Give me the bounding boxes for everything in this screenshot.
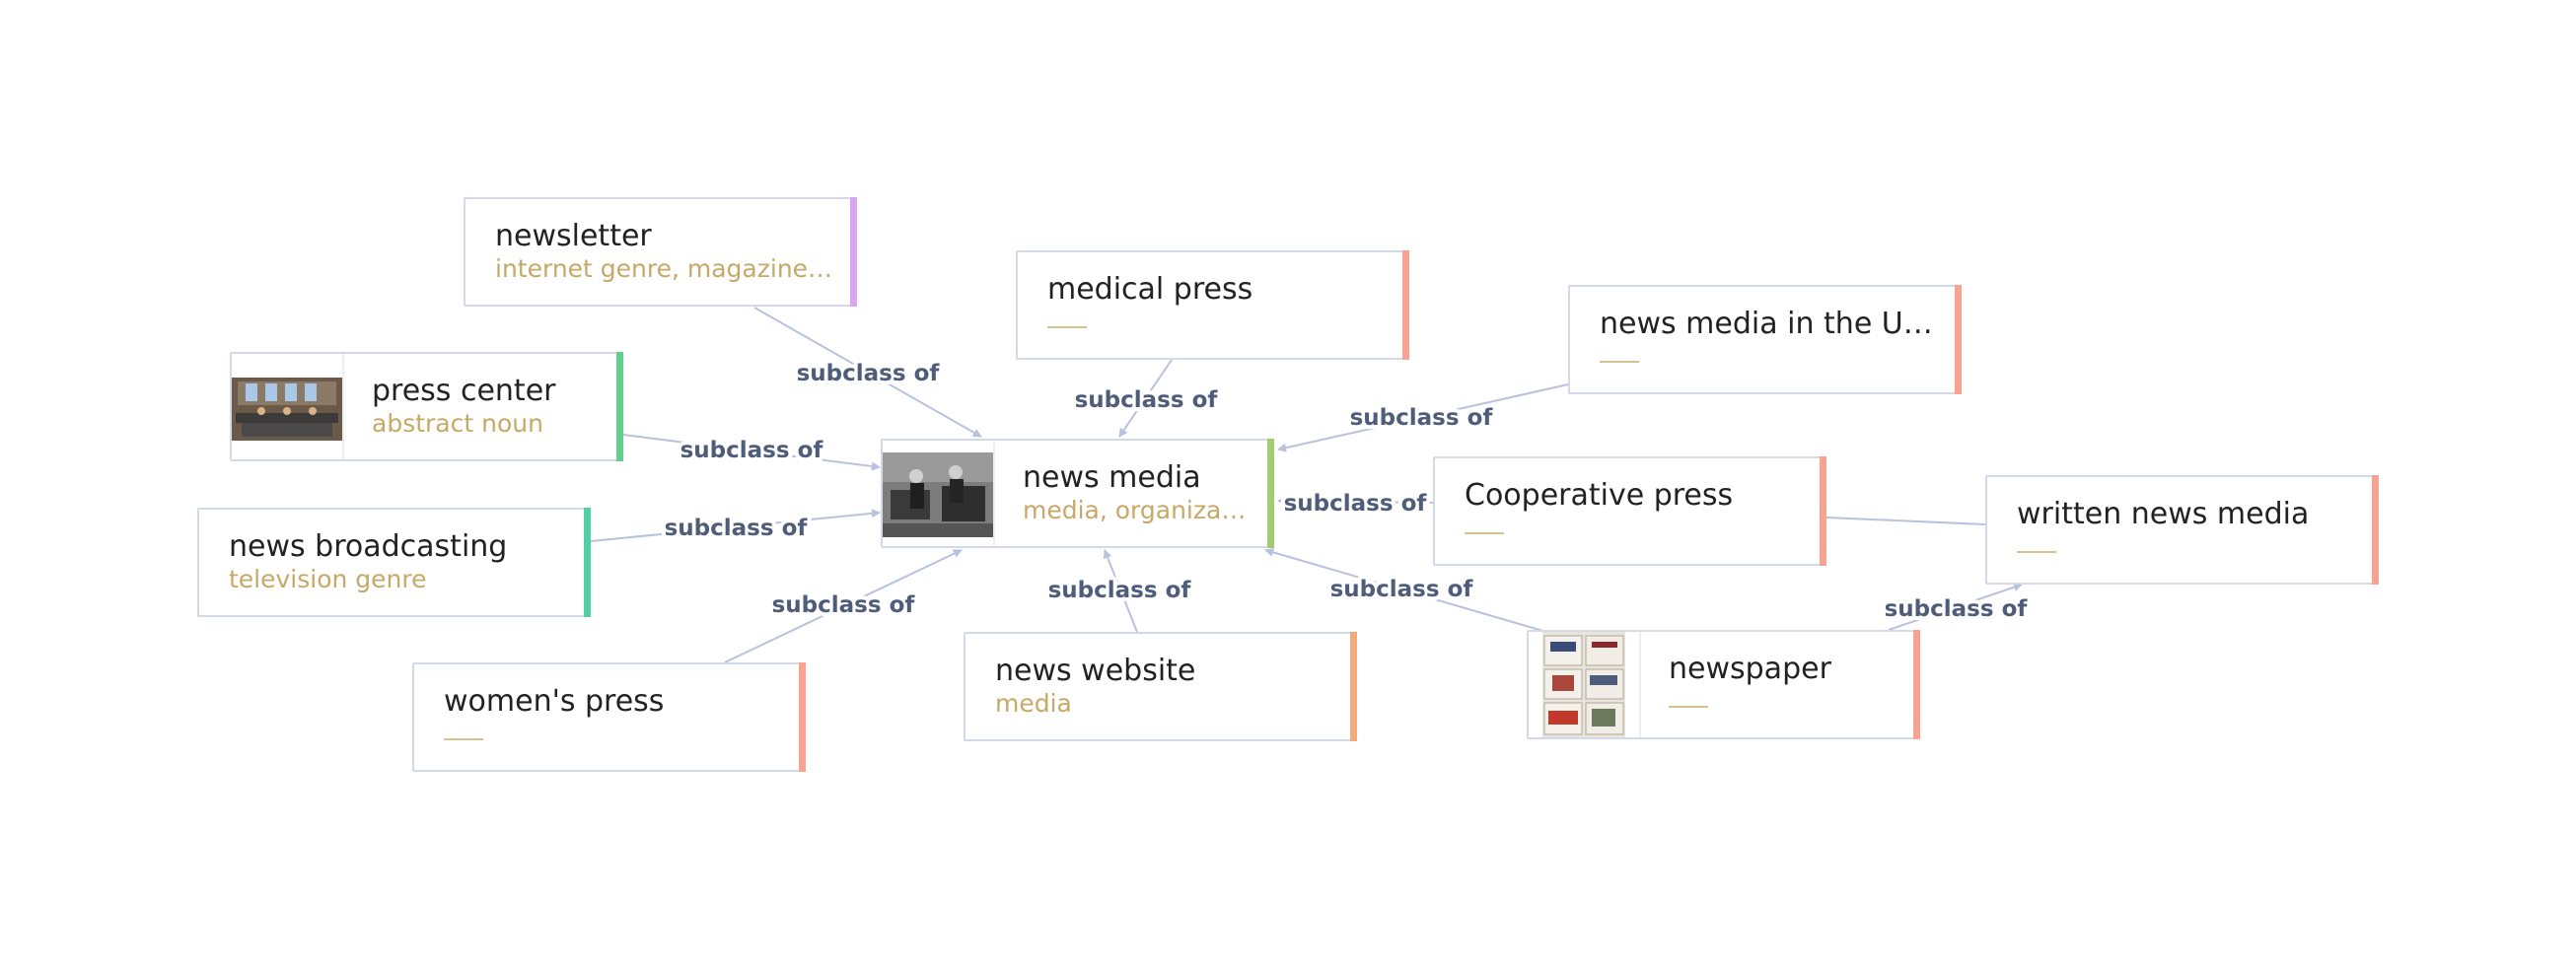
node-title: women's press (444, 684, 665, 719)
node-cooperative-press[interactable]: Cooperative press (1433, 456, 1826, 566)
edge-label: subclass of (1330, 577, 1474, 602)
newspaper-photo (1529, 632, 1641, 737)
node-accent-bar (616, 352, 623, 461)
node-description-empty (444, 738, 483, 740)
edge-label: subclass of (1048, 578, 1192, 603)
edge-line-newspaper-written_news_media (1888, 583, 2023, 631)
node-medical-press[interactable]: medical press (1016, 250, 1409, 360)
node-description-empty (1047, 326, 1087, 328)
node-title: news website (995, 654, 1196, 688)
node-title: news broadcasting (229, 529, 508, 564)
node-accent-bar (1955, 285, 1962, 394)
edge-line-newspaper-news_media (1264, 547, 1547, 633)
edge-label: subclass of (1885, 596, 2029, 622)
node-description-empty (1465, 532, 1504, 534)
node-title: medical press (1047, 272, 1253, 307)
node-accent-bar (2372, 475, 2379, 585)
edge-line-news_media_us-news_media (1277, 383, 1569, 452)
node-title: newsletter (495, 219, 652, 253)
node-title: news media in the Unit... (1600, 307, 1938, 341)
node-newsletter[interactable]: newsletter internet genre, magazine g... (464, 197, 857, 307)
node-description-empty (1600, 361, 1639, 363)
edge-label: subclass of (680, 438, 824, 463)
node-accent-bar (1267, 439, 1274, 548)
press-center-photo (232, 354, 344, 459)
node-newspaper[interactable]: newspaper (1527, 630, 1920, 739)
edge-line-news_website-news_media (1103, 549, 1138, 633)
edge-line-medical_press-news_media (1118, 359, 1173, 438)
node-news-broadcasting[interactable]: news broadcasting television genre (197, 508, 591, 617)
news-media-photo (883, 441, 995, 546)
node-description-empty (1669, 706, 1708, 708)
edge-line (1825, 517, 1986, 525)
node-accent-bar (584, 508, 591, 617)
node-womens-press[interactable]: women's press (412, 662, 806, 772)
node-title: written news media (2017, 497, 2310, 531)
node-description: abstract noun (372, 409, 543, 438)
edge-label: subclass of (797, 361, 941, 386)
edge-line-news_broadcasting-news_media (590, 509, 881, 542)
node-description: media (995, 689, 1072, 718)
edge-label: subclass of (1350, 405, 1494, 431)
edge-label: subclass of (1075, 387, 1219, 413)
node-description-empty (2017, 551, 2056, 553)
node-news-website[interactable]: news website media (964, 632, 1357, 741)
node-news-media-in-the-united-states[interactable]: news media in the Unit... (1568, 285, 1962, 394)
edge-line-newsletter-news_media (753, 307, 982, 438)
node-description: internet genre, magazine g... (495, 254, 833, 283)
node-title: news media (1023, 460, 1201, 495)
edge-label: subclass of (1284, 491, 1428, 517)
node-accent-bar (1350, 632, 1357, 741)
node-description: television genre (229, 565, 427, 593)
node-description: media, organizati... (1023, 496, 1251, 524)
node-title: Cooperative press (1465, 478, 1734, 513)
node-title: press center (372, 374, 556, 408)
node-accent-bar (1820, 456, 1826, 566)
edge-line-womens_press-news_media (724, 549, 963, 663)
edge-label: subclass of (665, 516, 809, 541)
node-accent-bar (1402, 250, 1409, 360)
node-accent-bar (850, 197, 857, 307)
node-title: newspaper (1669, 652, 1831, 686)
edge-line-press_center-news_media (622, 434, 881, 471)
node-news-media[interactable]: news media media, organizati... (881, 439, 1274, 548)
edge-label: subclass of (772, 592, 916, 618)
node-accent-bar (799, 662, 806, 772)
node-press-center[interactable]: press center abstract noun (230, 352, 623, 461)
node-written-news-media[interactable]: written news media (1985, 475, 2379, 585)
edge-line-cooperative_press-news_media (1277, 496, 1434, 506)
node-accent-bar (1913, 630, 1920, 739)
